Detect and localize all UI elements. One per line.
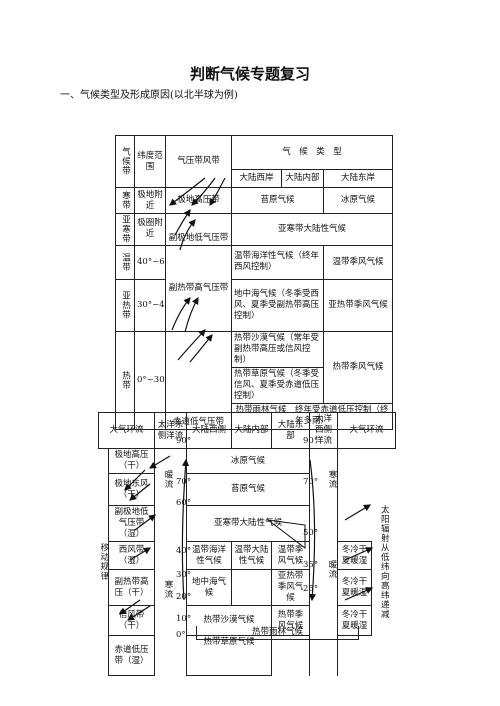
climate-desert: 热带沙漠气候（常年受副热带高压或信风控制） [231, 330, 324, 368]
climate-tundra: 苔原气候 [231, 187, 324, 214]
belt-polar-high: 极地高压带 [165, 187, 232, 214]
climate-tropic-monsoon: 热带季风气候 [322, 330, 394, 404]
lat-subtropic: 30°~40° [134, 278, 166, 332]
lat-right-70: 70° [303, 477, 319, 487]
right-belt-0: 冬冷干夏暖湿 [337, 541, 373, 570]
zone-temperate: 温带 [115, 244, 135, 280]
climate-subtropic-monsoon: 亚热带季风气候 [322, 278, 394, 332]
t2-savanna: 热带草原气候 [186, 635, 273, 676]
zone-subcold: 亚寒带 [115, 213, 135, 246]
t2-header-west: 大陆西侧 [186, 412, 233, 449]
right-belt-2: 冬冷干夏暖湿 [337, 605, 373, 636]
climate-subarctic: 亚寒带大陆性气候 [230, 213, 394, 246]
climate-temperate-ocean: 温带海洋性气候（终年西风控制） [231, 244, 324, 280]
t2-desert: 热带沙漠气候 [186, 605, 273, 636]
belt-6: 赤道低压带（湿） [107, 635, 156, 676]
header-types: 气 候 类 型 [230, 135, 394, 170]
left-side-label: 移动规律 [98, 543, 109, 582]
right-side-label: 太阳辐射从低纬向高纬递减 [379, 505, 390, 620]
lat-left-60: 60° [176, 498, 192, 508]
belt-1: 极地东风（干） [107, 473, 156, 506]
t2-header-atm-right: 大气环流 [337, 412, 397, 449]
lat-left-30: 30° [176, 570, 192, 580]
header-west: 大陆西岸 [231, 169, 282, 188]
lat-left-10: 10° [176, 614, 192, 624]
belt-0: 极地高压（干） [107, 448, 156, 474]
t2-t-cont: 温带大陆性气候 [231, 541, 273, 570]
lat-right-35: 35° [303, 560, 319, 570]
current-cold-left: 寒流 [163, 580, 173, 599]
lat-right-90: 90° [303, 436, 319, 446]
lat-left-0: 0° [176, 630, 186, 640]
t2-mediterranean: 地中海气候 [186, 569, 233, 606]
lat-left-70: 70° [176, 477, 192, 487]
t2-t-ocean: 温带海洋性气候 [186, 541, 233, 570]
lat-cold: 极地附近 [134, 187, 166, 214]
header-zone: 气候带 [115, 135, 135, 188]
belt-5: 信风带（干） [107, 605, 156, 636]
belt-subpolar-low: 副极地低气压带 [165, 213, 232, 246]
current-warm-right: 暖流 [327, 560, 337, 579]
belt-3: 西风带（湿） [107, 541, 156, 570]
t2-sub-monsoon: 亚热带季风气候 [271, 569, 311, 606]
t2-subarctic: 亚寒带大陆性气候 [186, 505, 311, 542]
belt-2: 副极地低气压带（湿） [107, 505, 156, 542]
climate-savanna: 热带草原气候（冬季受信风、夏季受赤道低压控制） [231, 366, 324, 404]
t2-tundra: 苔原气候 [186, 473, 311, 506]
belt-4: 副热带高压（干） [107, 569, 156, 606]
t2-header-inner: 大陆内部 [231, 412, 273, 449]
lat-right-50: 50° [303, 528, 319, 538]
lat-subcold: 极圈附近 [134, 213, 166, 246]
belt-subtropic-high: 副热带高气压带 [165, 244, 232, 332]
t2-header-atm-left: 大气环流 [97, 412, 156, 449]
header-east: 大陆东岸 [322, 169, 394, 188]
lat-left-40: 40° [176, 546, 192, 556]
climate-temperate-monsoon: 温带季风气候 [322, 244, 394, 280]
current-warm-left: 暖流 [163, 470, 173, 489]
climate-table-1: 气候带 纬度范围 气压带风带 气 候 类 型 大陆西岸 大陆内部 大陆东岸 寒带… [115, 135, 394, 430]
header-inner: 大陆内部 [281, 169, 324, 188]
t2-header-east: 大陆东部 [271, 412, 311, 449]
zone-subtropic: 亚热带 [115, 278, 135, 332]
section-heading: 一、气候类型及形成原因(以北半球为例) [60, 90, 238, 101]
climate-ice: 冰原气候 [322, 187, 394, 214]
t2-rainforest: 热带雨林气候 [196, 626, 359, 640]
lat-right-25: 25° [303, 584, 319, 594]
page-title: 判断气候专题复习 [189, 65, 310, 83]
lat-left-20: 20° [176, 592, 192, 602]
lat-left-90: 90° [176, 436, 192, 446]
current-cold-right: 寒流 [327, 470, 337, 489]
lat-temperate: 40°~60° [134, 244, 166, 280]
t2-ice: 冰原气候 [186, 448, 311, 474]
t2-header-ocean-west: 太洋西侧洋流 [309, 412, 339, 449]
climate-mediterranean: 地中海气候（冬季受西风、夏季受副热带高压控制） [231, 278, 324, 332]
zone-cold: 寒带 [115, 187, 135, 214]
header-lat: 纬度范围 [134, 135, 166, 188]
t2-tr-monsoon: 热带季风气候 [271, 605, 311, 636]
right-belt-1: 冬冷干夏暖湿 [337, 569, 373, 606]
header-belt: 气压带风带 [165, 135, 232, 188]
